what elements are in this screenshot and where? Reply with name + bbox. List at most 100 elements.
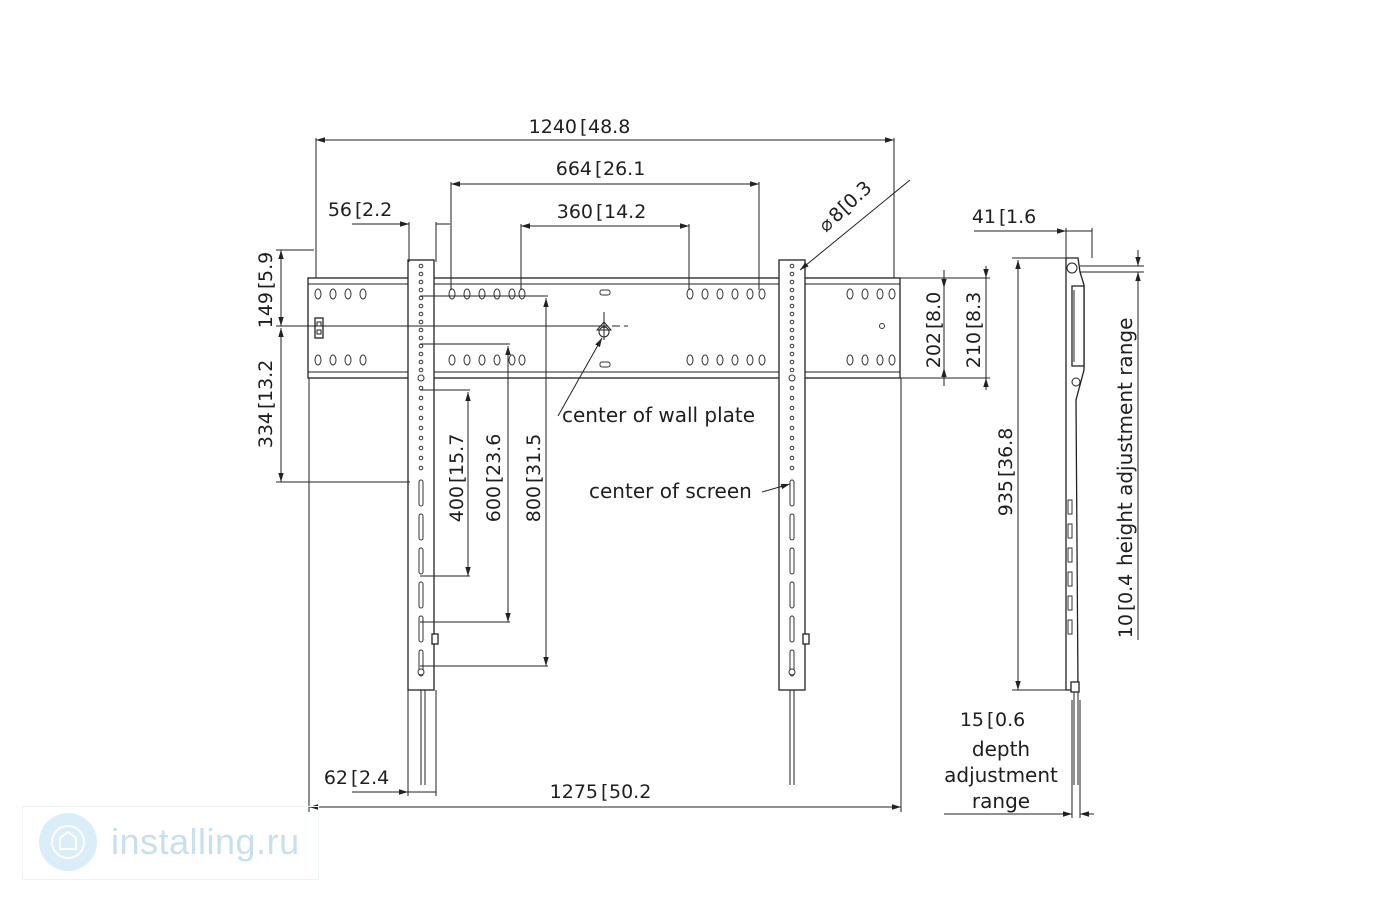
dim-inch: 0.6 xyxy=(995,709,1025,731)
dim-value: 15 xyxy=(960,709,984,731)
dim-bracket: [ xyxy=(963,322,985,329)
dim-10-height-adjustment: 10 [ 0.4 height adjustment range xyxy=(1113,318,1137,639)
depth-label-line1: depth xyxy=(972,737,1030,761)
plate-hole xyxy=(314,288,322,300)
plate-hole xyxy=(329,354,337,366)
plate-hole xyxy=(448,288,456,300)
strip-hole xyxy=(789,303,795,309)
dim-inch: 5.9 xyxy=(255,252,277,282)
strip-hole xyxy=(789,445,795,451)
depth-label-line2: adjustment xyxy=(944,763,1058,787)
left-strip-holes xyxy=(417,263,425,677)
side-slot xyxy=(1067,619,1073,635)
dim-value: 400 xyxy=(446,486,468,522)
strip-hole xyxy=(418,319,424,325)
plate-hole xyxy=(876,354,884,366)
strip-hole xyxy=(418,445,424,451)
side-slot xyxy=(1067,571,1073,587)
plate-hole xyxy=(716,354,724,366)
dim-inch: 8.3 xyxy=(963,292,985,322)
side-bracket xyxy=(1065,257,1085,785)
strip-hole xyxy=(417,668,425,676)
strip-slot xyxy=(789,547,795,575)
strip-slot xyxy=(789,513,795,541)
strip-hole xyxy=(418,263,424,269)
plate-hole xyxy=(876,288,884,300)
strip-hole xyxy=(418,287,424,293)
dim-41: 41 [ 1.6 xyxy=(972,206,1036,228)
dim-inch: 14.2 xyxy=(604,201,646,223)
dim-inch: 23.6 xyxy=(483,434,505,476)
strip-hole xyxy=(418,455,424,461)
strip-hole xyxy=(789,319,795,325)
plate-hole xyxy=(731,288,739,300)
plate-hole xyxy=(686,354,694,366)
plate-hole xyxy=(686,288,694,300)
dim-bracket: [ xyxy=(987,709,994,731)
wall-plate-latch xyxy=(314,317,324,339)
strip-hole xyxy=(418,465,424,471)
strip-hole xyxy=(417,374,425,382)
dim-inch: 48.8 xyxy=(588,116,630,138)
side-dimension-lines xyxy=(944,228,1144,818)
dim-inch: 15.7 xyxy=(446,434,468,476)
dim-bracket: [ xyxy=(595,158,602,180)
dim-value: 600 xyxy=(483,486,505,522)
plate-hole xyxy=(329,288,337,300)
strip-hole xyxy=(418,351,424,357)
dim-210: 210 [ 8.3 xyxy=(963,292,985,368)
plate-hole xyxy=(463,354,471,366)
plate-hole xyxy=(518,354,526,366)
strip-hole xyxy=(789,311,795,317)
plate-hole xyxy=(716,288,724,300)
strip-hole xyxy=(418,335,424,341)
strip-slot xyxy=(789,615,795,643)
plate-hole xyxy=(344,288,352,300)
dim-value: 41 xyxy=(972,206,996,228)
wall-plate xyxy=(307,277,901,379)
dim-600: 600 [ 23.6 xyxy=(483,434,505,523)
strip-hole xyxy=(418,279,424,285)
dim-value: 62 xyxy=(324,767,348,789)
dim-360: 360 [ 14.2 xyxy=(557,201,647,223)
strip-hole xyxy=(789,335,795,341)
strip-hole xyxy=(418,271,424,277)
strip-hole xyxy=(789,295,795,301)
strip-hole xyxy=(789,435,795,441)
dim-inch: 36.8 xyxy=(995,428,1017,470)
dim-664: 664 [ 26.1 xyxy=(556,158,646,180)
plate-hole xyxy=(846,288,854,300)
strip-hole xyxy=(418,343,424,349)
watermark: installing.ru xyxy=(22,806,319,880)
plate-hole xyxy=(701,288,709,300)
strip-hole xyxy=(788,374,796,382)
dim-bracket: [ xyxy=(255,282,277,289)
dim-62: 62 [ 2.4 xyxy=(324,767,389,789)
front-dimension-lines xyxy=(276,137,990,812)
strip-hole xyxy=(418,359,424,365)
dim-inch: 13.2 xyxy=(255,360,277,402)
strip-hole xyxy=(789,327,795,333)
dim-inch: 1.6 xyxy=(1006,206,1036,228)
dim-value: 664 xyxy=(556,158,592,180)
side-view: 41 [ 1.6 935 [ 36.8 10 [ 0.4 height adju… xyxy=(944,206,1144,818)
front-view: 1240 [ 48.8 664 [ 26.1 360 [ 14.2 56 [ 2… xyxy=(255,116,990,812)
strip-hole xyxy=(418,395,424,401)
strip-hole xyxy=(418,415,424,421)
strip-hole xyxy=(418,327,424,333)
strip-hole xyxy=(789,415,795,421)
strip-hole xyxy=(789,425,795,431)
plate-hole xyxy=(508,354,516,366)
plate-hole xyxy=(758,354,766,366)
strip-hole xyxy=(418,367,424,373)
dim-bracket: [ xyxy=(255,402,277,409)
center-screen-label: center of screen xyxy=(589,479,752,503)
strip-hole xyxy=(418,385,424,391)
strip-slot xyxy=(418,615,424,643)
strip-hole xyxy=(789,351,795,357)
plate-hole xyxy=(463,288,471,300)
strip-slot xyxy=(418,547,424,575)
dim-inch: 2.4 xyxy=(359,767,389,789)
plate-hole xyxy=(508,288,516,300)
side-dimension-texts: 41 [ 1.6 935 [ 36.8 10 [ 0.4 height adju… xyxy=(944,206,1137,813)
